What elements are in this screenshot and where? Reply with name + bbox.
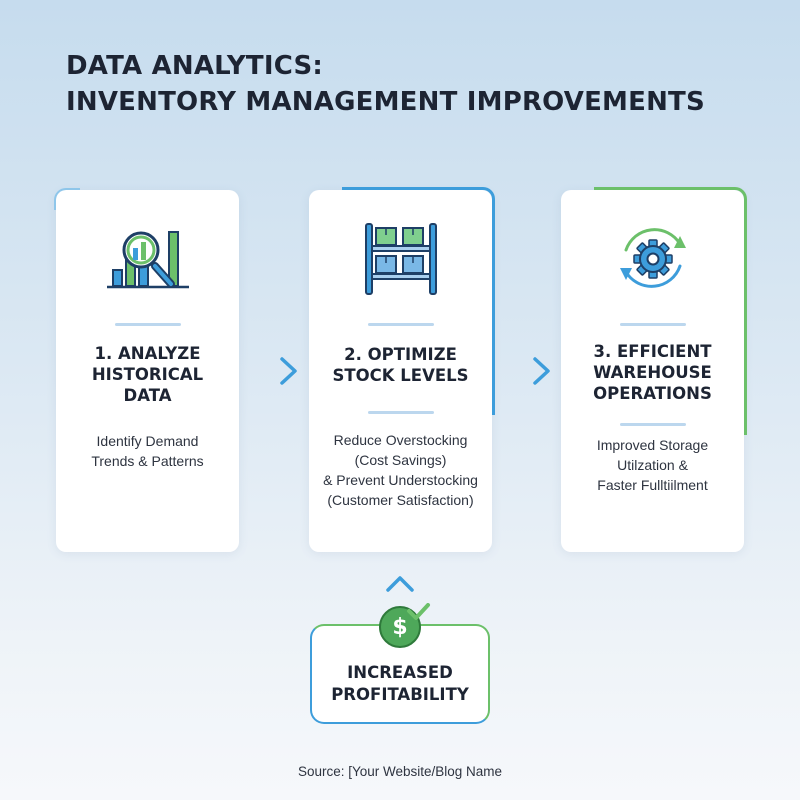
result-title: INCREASED PROFITABILITY — [331, 663, 469, 704]
gear-cycle-icon — [561, 218, 744, 298]
svg-text:$: $ — [392, 615, 407, 640]
magnifier-bar-chart-icon — [56, 218, 239, 298]
warehouse-shelf-icon — [309, 218, 492, 298]
card-accent-border — [54, 188, 80, 210]
step-title: 1. ANALYZE HISTORICAL DATA — [91, 344, 204, 405]
step-card-optimize: 2. OPTIMIZE STOCK LEVELS Reduce Overstoc… — [309, 187, 495, 552]
source-caption: Source: [Your Website/Blog Name — [297, 764, 503, 779]
title-line-2: INVENTORY MANAGEMENT IMPROVEMENTS — [66, 87, 705, 117]
step-card-analyze: 1. ANALYZE HISTORICAL DATA Identify Dema… — [54, 188, 239, 552]
step-description: Reduce Overstocking (Cost Savings) & Pre… — [323, 432, 478, 508]
step-card-efficient: 3. EFFICIENT WAREHOUSE OPERATIONS Improv… — [561, 187, 747, 552]
chevron-right-icon — [280, 357, 297, 385]
divider — [114, 323, 181, 326]
step-title: 3. EFFICIENT WAREHOUSE OPERATIONS — [593, 342, 712, 403]
divider — [619, 323, 686, 326]
step-description: Improved Storage Utilzation & Faster Ful… — [596, 437, 709, 493]
step-title: 2. OPTIMIZE STOCK LEVELS — [332, 345, 469, 385]
title-line-1: DATA ANALYTICS: — [66, 51, 324, 81]
chevron-right-icon — [533, 357, 550, 385]
divider — [367, 323, 434, 326]
chevron-up-icon — [386, 576, 414, 592]
divider — [619, 423, 686, 426]
dollar-check-icon: $ — [379, 603, 430, 648]
page-title: DATA ANALYTICS: INVENTORY MANAGEMENT IMP… — [66, 48, 705, 120]
step-description: Identify Demand Trends & Patterns — [91, 433, 204, 469]
divider — [367, 411, 434, 414]
